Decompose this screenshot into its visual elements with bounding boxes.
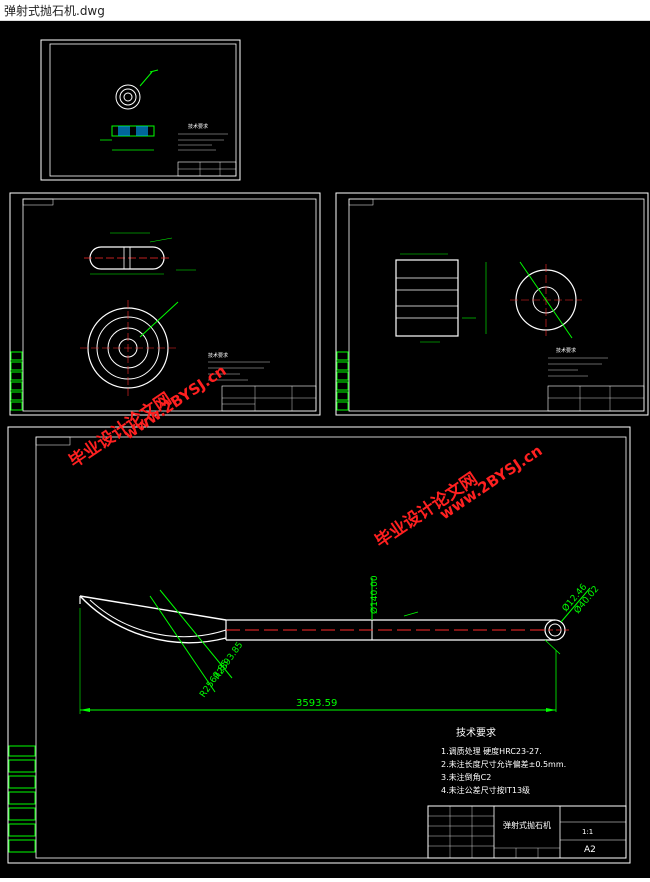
title-block-scale: 1:1 xyxy=(582,828,593,836)
watermark-url-1: www.2BYSJ.cn xyxy=(120,361,229,443)
midleft-techreq-title: 技术要求 xyxy=(208,352,228,359)
sheet-main: Ø140.00 Ø12.46 Ø40.02 R2593.85 R2563.85 … xyxy=(7,426,631,864)
techreq-item-3: 3.未注倒角C2 xyxy=(441,772,491,782)
title-block-name: 弹射式抛石机 xyxy=(503,820,551,830)
techreq-item-2: 2.未注长度尺寸允许偏差±0.5mm. xyxy=(441,759,566,769)
window-title: 弹射式抛石机.dwg xyxy=(4,4,105,18)
small-techreq-title: 技术要求 xyxy=(188,123,208,130)
window-titlebar: 弹射式抛石机.dwg xyxy=(0,0,650,21)
sheet-mid-right: 技术要求 xyxy=(335,192,649,416)
title-block-size: A2 xyxy=(584,845,596,855)
dim-d140: Ø140.00 xyxy=(369,575,380,614)
cad-canvas[interactable]: 技术要求 xyxy=(0,21,650,878)
main-title-block: 弹射式抛石机 1:1 A2 xyxy=(427,805,627,859)
watermark-layer: 毕业设计论文网 www.2BYSJ.cn 毕业设计论文网 www.2BYSJ.c… xyxy=(65,361,546,552)
techreq-item-4: 4.未注公差尺寸按IT13级 xyxy=(441,785,530,795)
drawing-svg: 技术要求 xyxy=(7,39,649,864)
techreq-item-1: 1.调质处理 硬度HRC23-27. xyxy=(441,746,542,756)
dim-length: 3593.59 xyxy=(296,698,337,709)
sheet-small-top: 技术要求 xyxy=(40,39,241,181)
dim-r2563: R2563.85 xyxy=(198,658,231,699)
techreq-title: 技术要求 xyxy=(456,726,496,739)
sheet-mid-left: 技术要求 xyxy=(9,192,321,416)
midright-techreq-title: 技术要求 xyxy=(556,347,576,354)
